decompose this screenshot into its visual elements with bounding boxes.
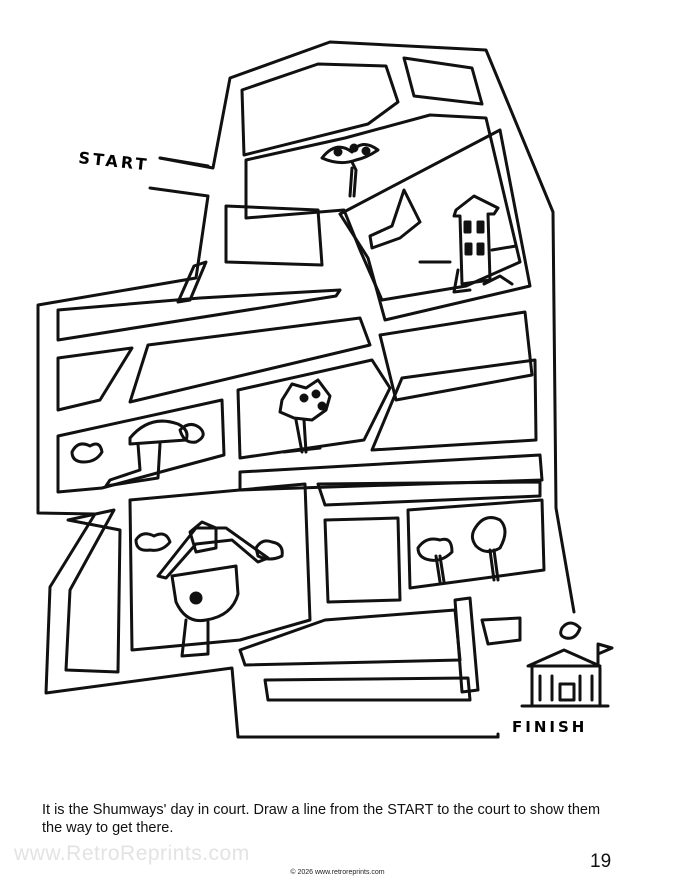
instructions-text: It is the Shumways' day in court. Draw a… — [42, 802, 601, 836]
maze-inner-walls — [56, 56, 546, 702]
slide-house-illustration — [70, 419, 205, 488]
maze-outer-wall — [36, 40, 576, 739]
page-number: 19 — [590, 851, 612, 872]
watermark: www.RetroReprints.com — [14, 842, 250, 865]
copyright-notice: © 2026 www.retroreprints.com — [290, 869, 385, 876]
courthouse-illustration — [520, 621, 614, 708]
finish-label: FINISH — [512, 718, 587, 736]
spiky-tree-illustration — [278, 378, 332, 454]
start-arrow — [158, 156, 210, 168]
maze-illustration: START FINISH — [36, 40, 614, 739]
twin-trees-illustration — [416, 516, 507, 584]
bird-house-illustration — [134, 520, 284, 658]
tower-house-illustration — [418, 194, 518, 294]
palm-tree-illustration — [320, 143, 380, 198]
start-label: START — [78, 148, 151, 174]
